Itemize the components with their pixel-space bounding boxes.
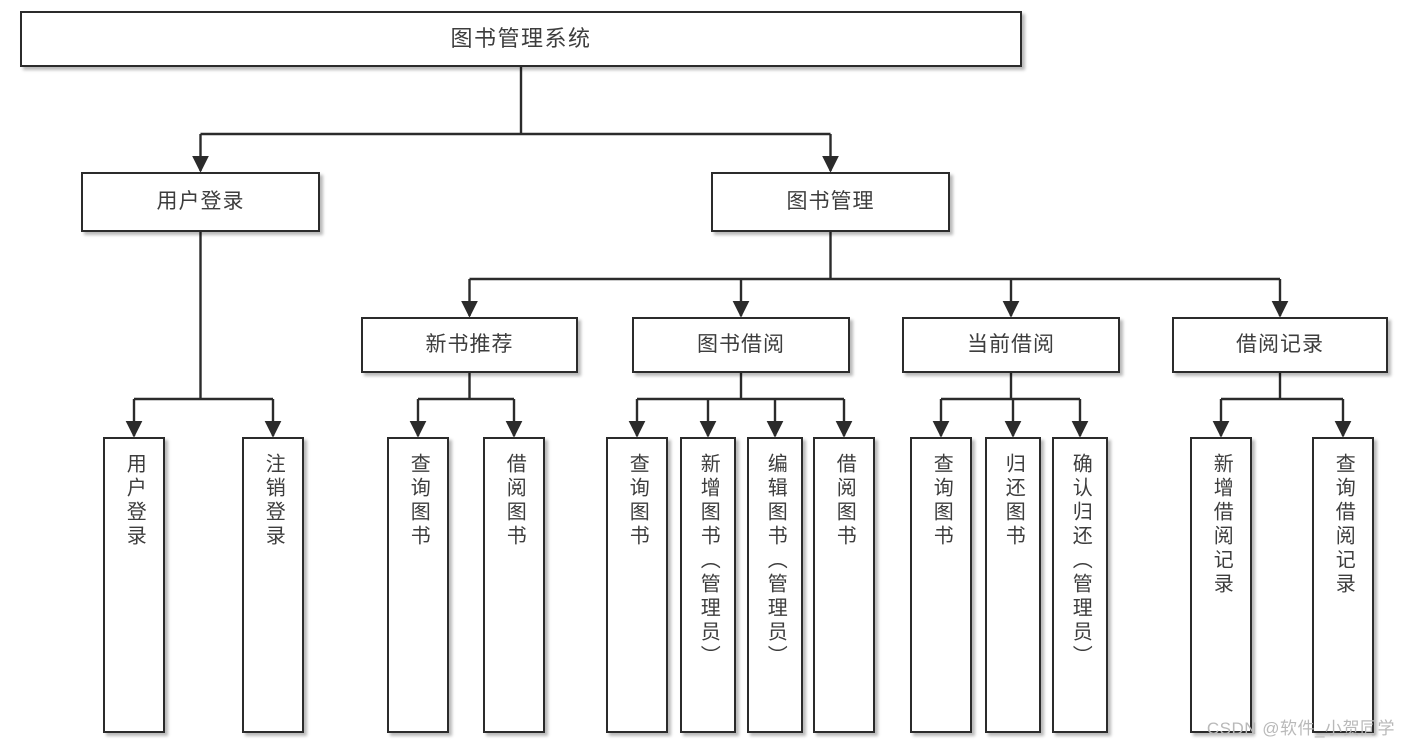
node-leaf-nbr-borrow-book[interactable]: 借阅图书 bbox=[483, 437, 545, 733]
node-leaf-br-add-record-label: 新增借阅记录 bbox=[1210, 453, 1233, 597]
node-leaf-cb-query-book-label: 查询图书 bbox=[930, 453, 953, 549]
node-leaf-bb-edit-book[interactable]: 编辑图书（管理员） bbox=[747, 437, 803, 733]
node-leaf-user-login-label: 用户登录 bbox=[123, 453, 146, 549]
node-leaf-cb-return-book-label: 归还图书 bbox=[1002, 453, 1025, 549]
node-leaf-cb-return-book[interactable]: 归还图书 bbox=[985, 437, 1041, 733]
node-leaf-br-add-record[interactable]: 新增借阅记录 bbox=[1190, 437, 1252, 733]
node-leaf-br-query-record-label: 查询借阅记录 bbox=[1332, 453, 1355, 597]
node-leaf-nbr-query-book-label: 查询图书 bbox=[407, 453, 430, 549]
node-user-login[interactable]: 用户登录 bbox=[81, 172, 320, 232]
node-current-borrow[interactable]: 当前借阅 bbox=[902, 317, 1120, 373]
node-leaf-user-logout[interactable]: 注销登录 bbox=[242, 437, 304, 733]
node-new-book-recommend[interactable]: 新书推荐 bbox=[361, 317, 578, 373]
node-leaf-bb-query-book[interactable]: 查询图书 bbox=[606, 437, 668, 733]
node-leaf-bb-add-book-label: 新增图书（管理员） bbox=[697, 453, 720, 669]
node-leaf-user-login[interactable]: 用户登录 bbox=[103, 437, 165, 733]
node-leaf-bb-borrow-book[interactable]: 借阅图书 bbox=[813, 437, 875, 733]
node-leaf-cb-query-book[interactable]: 查询图书 bbox=[910, 437, 972, 733]
node-book-borrow[interactable]: 图书借阅 bbox=[632, 317, 850, 373]
node-user-login-label: 用户登录 bbox=[156, 190, 245, 214]
node-root[interactable]: 图书管理系统 bbox=[20, 11, 1022, 67]
node-book-borrow-label: 图书借阅 bbox=[697, 333, 785, 357]
node-borrow-record-label: 借阅记录 bbox=[1236, 333, 1324, 357]
node-leaf-bb-edit-book-label: 编辑图书（管理员） bbox=[764, 453, 787, 669]
node-leaf-bb-borrow-book-label: 借阅图书 bbox=[833, 453, 856, 549]
node-leaf-br-query-record[interactable]: 查询借阅记录 bbox=[1312, 437, 1374, 733]
node-book-manage[interactable]: 图书管理 bbox=[711, 172, 950, 232]
node-leaf-user-logout-label: 注销登录 bbox=[262, 453, 285, 549]
node-book-manage-label: 图书管理 bbox=[786, 190, 875, 214]
node-leaf-cb-confirm-return[interactable]: 确认归还（管理员） bbox=[1052, 437, 1108, 733]
node-leaf-bb-query-book-label: 查询图书 bbox=[626, 453, 649, 549]
watermark: CSDN @软件_小贺同学 bbox=[1206, 719, 1395, 738]
node-leaf-nbr-borrow-book-label: 借阅图书 bbox=[503, 453, 526, 549]
node-leaf-bb-add-book[interactable]: 新增图书（管理员） bbox=[680, 437, 736, 733]
node-root-label: 图书管理系统 bbox=[450, 25, 592, 51]
node-leaf-nbr-query-book[interactable]: 查询图书 bbox=[387, 437, 449, 733]
node-current-borrow-label: 当前借阅 bbox=[967, 333, 1055, 357]
node-borrow-record[interactable]: 借阅记录 bbox=[1172, 317, 1388, 373]
node-leaf-cb-confirm-return-label: 确认归还（管理员） bbox=[1069, 453, 1092, 669]
node-new-book-recommend-label: 新书推荐 bbox=[425, 333, 514, 357]
